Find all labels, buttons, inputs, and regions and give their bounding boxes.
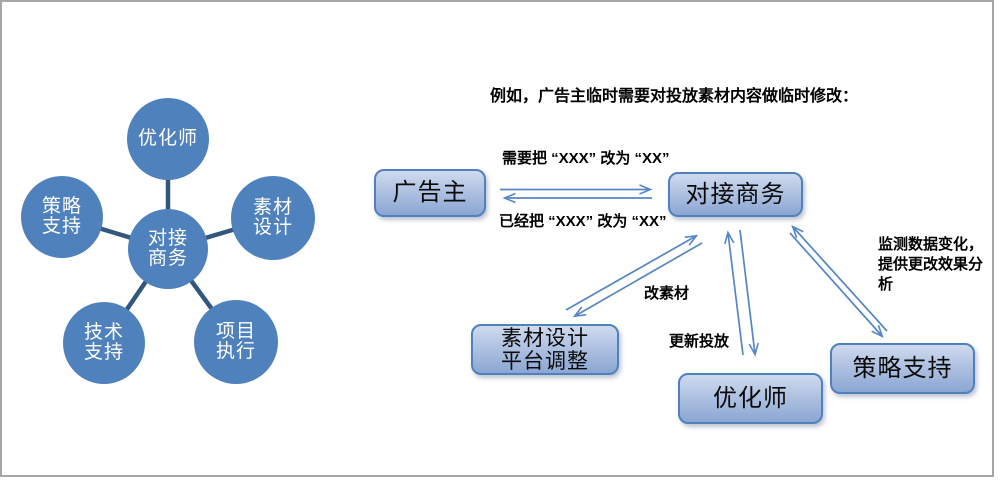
flow-box-liaison: 对接商务 — [668, 172, 803, 217]
edge-label-update-delivery: 更新投放 — [669, 333, 730, 350]
edge-label-request-change: 需要把 “XXX” 改为 “XX” — [502, 150, 670, 167]
hub-node-project-execution: 项目 执行 — [194, 300, 278, 384]
arrow-liaison-to-optimizer — [739, 229, 755, 354]
edge-label-change-material: 改素材 — [644, 285, 690, 302]
hub-center-node: 对接 商务 — [128, 209, 208, 289]
arrow-material-to-liaison — [565, 236, 696, 311]
hub-node-material-design: 素材 设计 — [231, 176, 315, 260]
flow-box-advertiser: 广告主 — [374, 169, 486, 217]
edge-label-change-done: 已经把 “XXX” 改为 “XX” — [499, 213, 667, 230]
arrow-optimizer-to-liaison — [728, 233, 744, 356]
flow-box-strategy-support: 策略支持 — [830, 343, 975, 394]
arrow-strategy-to-liaison — [793, 227, 888, 332]
arrow-liaison-to-strategy — [789, 232, 882, 336]
flow-box-optimizer: 优化师 — [678, 373, 823, 424]
flow-arrows — [500, 190, 888, 356]
hub-node-tech-support: 技术 支持 — [63, 302, 145, 384]
flow-box-material-platform: 素材设计 平台调整 — [471, 324, 619, 375]
flow-title: 例如，广告主临时需要对投放素材内容做临时修改： — [490, 88, 859, 105]
edge-label-monitor-analysis: 监测数据变化， 提供更改效果分 析 — [878, 236, 984, 293]
hub-node-optimizer: 优化师 — [127, 98, 209, 180]
arrow-liaison-to-material — [575, 242, 703, 316]
hub-node-strategy-support: 策略 支持 — [21, 176, 103, 258]
